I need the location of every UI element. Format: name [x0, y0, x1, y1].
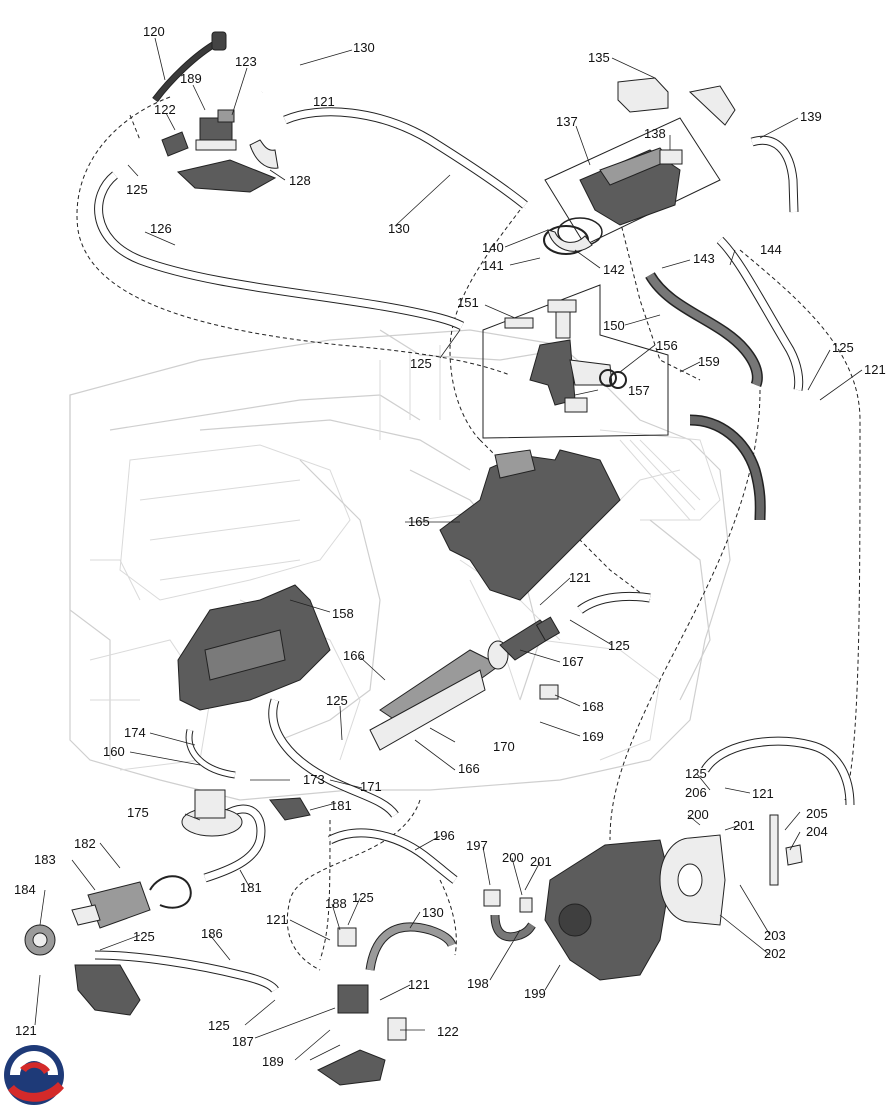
callout-125: 125	[126, 182, 148, 197]
callout-125: 125	[208, 1018, 230, 1033]
callout-125: 125	[410, 356, 432, 371]
callout-144: 144	[760, 242, 782, 257]
callout-156: 156	[656, 338, 678, 353]
callout-121: 121	[266, 912, 288, 927]
routing-lines	[76, 96, 861, 971]
callout-121: 121	[408, 977, 430, 992]
callout-139: 139	[800, 109, 822, 124]
callout-150: 150	[603, 318, 625, 333]
callout-166: 166	[343, 648, 365, 663]
callout-122: 122	[154, 102, 176, 117]
callout-204: 204	[806, 824, 828, 839]
callout-188: 188	[325, 896, 347, 911]
callout-202: 202	[764, 946, 786, 961]
callout-121: 121	[15, 1023, 37, 1038]
callout-labels: 120 189 123 130 122 121 125 128 130 126 …	[14, 24, 886, 1069]
callout-197: 197	[466, 838, 488, 853]
callout-189: 189	[262, 1054, 284, 1069]
callout-175: 175	[127, 805, 149, 820]
callout-174: 174	[124, 725, 146, 740]
callout-142: 142	[603, 262, 625, 277]
brand-logo	[4, 1045, 64, 1105]
callout-130: 130	[388, 221, 410, 236]
callout-168: 168	[582, 699, 604, 714]
callout-137: 137	[556, 114, 578, 129]
callout-121: 121	[313, 94, 335, 109]
callout-125: 125	[352, 890, 374, 905]
callout-181: 181	[240, 880, 262, 895]
callout-173: 173	[303, 772, 325, 787]
callout-201: 201	[530, 854, 552, 869]
callout-151: 151	[457, 295, 479, 310]
callout-123: 123	[235, 54, 257, 69]
callout-201: 201	[733, 818, 755, 833]
callout-171: 171	[360, 779, 382, 794]
callout-125: 125	[326, 693, 348, 708]
callout-158: 158	[332, 606, 354, 621]
callout-200: 200	[502, 850, 524, 865]
callout-140: 140	[482, 240, 504, 255]
parts	[24, 77, 803, 1086]
callout-203: 203	[764, 928, 786, 943]
callout-198: 198	[467, 976, 489, 991]
callout-169: 169	[582, 729, 604, 744]
callout-160: 160	[103, 744, 125, 759]
callout-121: 121	[569, 570, 591, 585]
callout-130: 130	[422, 905, 444, 920]
callout-186: 186	[201, 926, 223, 941]
callout-181: 181	[330, 798, 352, 813]
callout-199: 199	[524, 986, 546, 1001]
callout-120: 120	[143, 24, 165, 39]
callout-187: 187	[232, 1034, 254, 1049]
callout-128: 128	[289, 173, 311, 188]
leader-lines	[34, 37, 863, 1061]
callout-165: 165	[408, 514, 430, 529]
callout-138: 138	[644, 126, 666, 141]
callout-126: 126	[150, 221, 172, 236]
callout-122: 122	[437, 1024, 459, 1039]
callout-121: 121	[752, 786, 774, 801]
callout-184: 184	[14, 882, 36, 897]
callout-130: 130	[353, 40, 375, 55]
callout-189: 189	[180, 71, 202, 86]
callout-135: 135	[588, 50, 610, 65]
callout-170: 170	[493, 739, 515, 754]
callout-182: 182	[74, 836, 96, 851]
callout-196: 196	[433, 828, 455, 843]
callout-125: 125	[832, 340, 854, 355]
callout-143: 143	[693, 251, 715, 266]
callout-125: 125	[685, 766, 707, 781]
hoses	[94, 31, 855, 993]
callout-159: 159	[698, 354, 720, 369]
callout-200: 200	[687, 807, 709, 822]
callout-125: 125	[133, 929, 155, 944]
callout-157: 157	[628, 383, 650, 398]
callout-166: 166	[458, 761, 480, 776]
callout-167: 167	[562, 654, 584, 669]
callout-125: 125	[608, 638, 630, 653]
callout-121: 121	[864, 362, 886, 377]
callout-205: 205	[806, 806, 828, 821]
callout-206: 206	[685, 785, 707, 800]
callout-183: 183	[34, 852, 56, 867]
callout-141: 141	[482, 258, 504, 273]
